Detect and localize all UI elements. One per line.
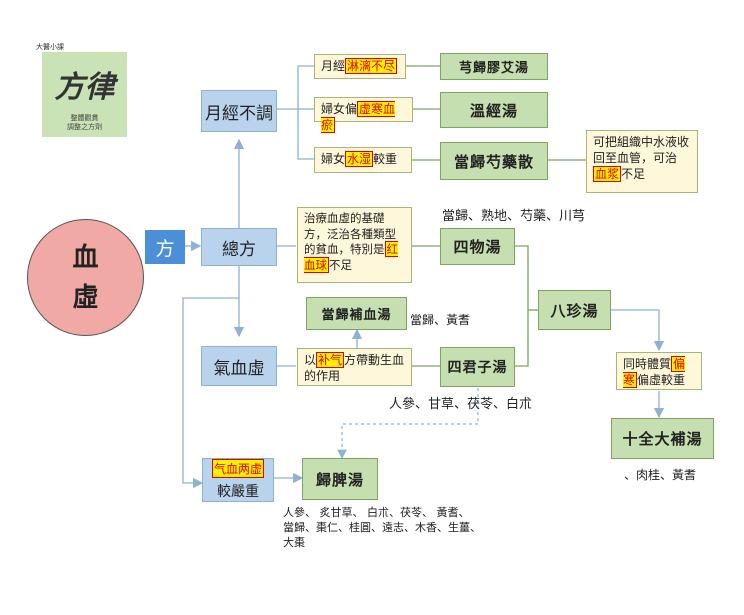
logo (42, 52, 127, 137)
logo-header: 大醫小課 (36, 43, 64, 51)
condition-6-suffix: 偏虛較重 (637, 373, 686, 387)
fang-tag: 方 (145, 230, 185, 264)
condition-3: 婦女水湿較重 (314, 147, 412, 173)
herbs-gui-pi-line2: 當歸、棗仁、桂圓、遠志、木香、生薑、 (283, 521, 481, 534)
category-menstrual: 月經不調 (201, 90, 277, 132)
condition-3-prefix: 婦女 (321, 152, 346, 166)
condition-4-suffix: 不足 (329, 257, 352, 272)
severe-tag: 气血两虚 (211, 459, 264, 478)
condition-3-suffix: 較重 (373, 152, 398, 166)
condition-7: 可把組織中水液收回至血管，可治血浆不足 (586, 130, 698, 193)
condition-2: 婦女偏虚寒血瘀 (314, 97, 413, 133)
condition-5-prefix: 以 (304, 353, 317, 367)
category-severe: 气血两虚 較嚴重 (202, 458, 274, 502)
condition-1-highlight: 淋漓不尽 (345, 58, 398, 74)
formula-dang-gui-shao-yao: 當歸芍藥散 (440, 142, 548, 180)
condition-1: 月經淋漓不尽 (314, 54, 406, 79)
condition-5-highlight: 补气 (316, 352, 345, 368)
topic-circle: 血 虛 (27, 219, 144, 336)
condition-5-suffix: 方帶動生血的作用 (304, 353, 405, 383)
condition-2-prefix: 婦女偏 (321, 102, 358, 116)
formula-shi-quan-da-bu: 十全大補湯 (611, 418, 714, 459)
formula-gui-pi: 歸脾湯 (302, 458, 378, 500)
condition-4: 治療血虛的基礎方，泛治各種類型的貧血，特別是红血球不足 (297, 207, 412, 283)
herbs-si-jun-zi: 人參、甘草、茯苓、白朮 (389, 397, 533, 412)
herbs-gui-pi-line3: 大棗 (283, 536, 305, 549)
condition-7-suffix: 不足 (621, 167, 646, 181)
formula-dang-gui-bu-xue: 當歸補血湯 (306, 297, 407, 330)
formula-si-wu: 四物湯 (440, 228, 515, 265)
logo-calligraphy: 方律 (54, 70, 115, 105)
herbs-bu-xue: 當歸、黃耆 (410, 313, 471, 327)
condition-3-highlight: 水湿 (345, 151, 374, 167)
condition-1-prefix: 月經 (321, 59, 346, 73)
logo-subtitle-line2: 調整之方劑 (67, 123, 102, 131)
severe-label: 較嚴重 (217, 484, 259, 500)
logo-subtitle: 整體觀貫 調整之方劑 (42, 114, 127, 132)
category-general: 總方 (201, 228, 277, 266)
condition-7-text: 可把組織中水液收回至血管，可治 (593, 135, 690, 165)
logo-subtitle-line1: 整體觀貫 (70, 114, 99, 122)
formula-xiong-gui-jiao-ai: 芎歸膠艾湯 (440, 53, 548, 80)
herbs-shi-quan: 、肉桂、黃耆 (624, 468, 697, 482)
herbs-gui-pi: 人參、 炙甘草、 白朮、茯苓、 黃耆、 當歸、棗仁、桂圓、遠志、木香、生薑、 大… (283, 505, 481, 550)
herbs-si-wu: 當歸、熟地、芍藥、川芎 (442, 209, 586, 224)
herbs-gui-pi-line1: 人參、 炙甘草、 白朮、茯苓、 黃耆、 (283, 506, 470, 519)
formula-ba-zhen: 八珍湯 (538, 290, 611, 330)
condition-4-text: 治療血虛的基礎方，泛治各種類型的貧血，特別是 (304, 211, 396, 256)
formula-wen-jing: 溫經湯 (440, 92, 548, 128)
condition-6-prefix: 同時體質 (623, 357, 672, 371)
condition-7-highlight: 血浆 (593, 166, 622, 182)
condition-6: 同時體質偏寒偏虛較重 (616, 352, 702, 390)
condition-5: 以补气方帶動生血的作用 (297, 348, 412, 386)
category-qi-blood: 氣血虛 (201, 346, 277, 386)
formula-si-jun-zi: 四君子湯 (440, 347, 515, 387)
topic-char-1: 血 (72, 242, 99, 273)
topic-char-2: 虛 (72, 282, 99, 313)
